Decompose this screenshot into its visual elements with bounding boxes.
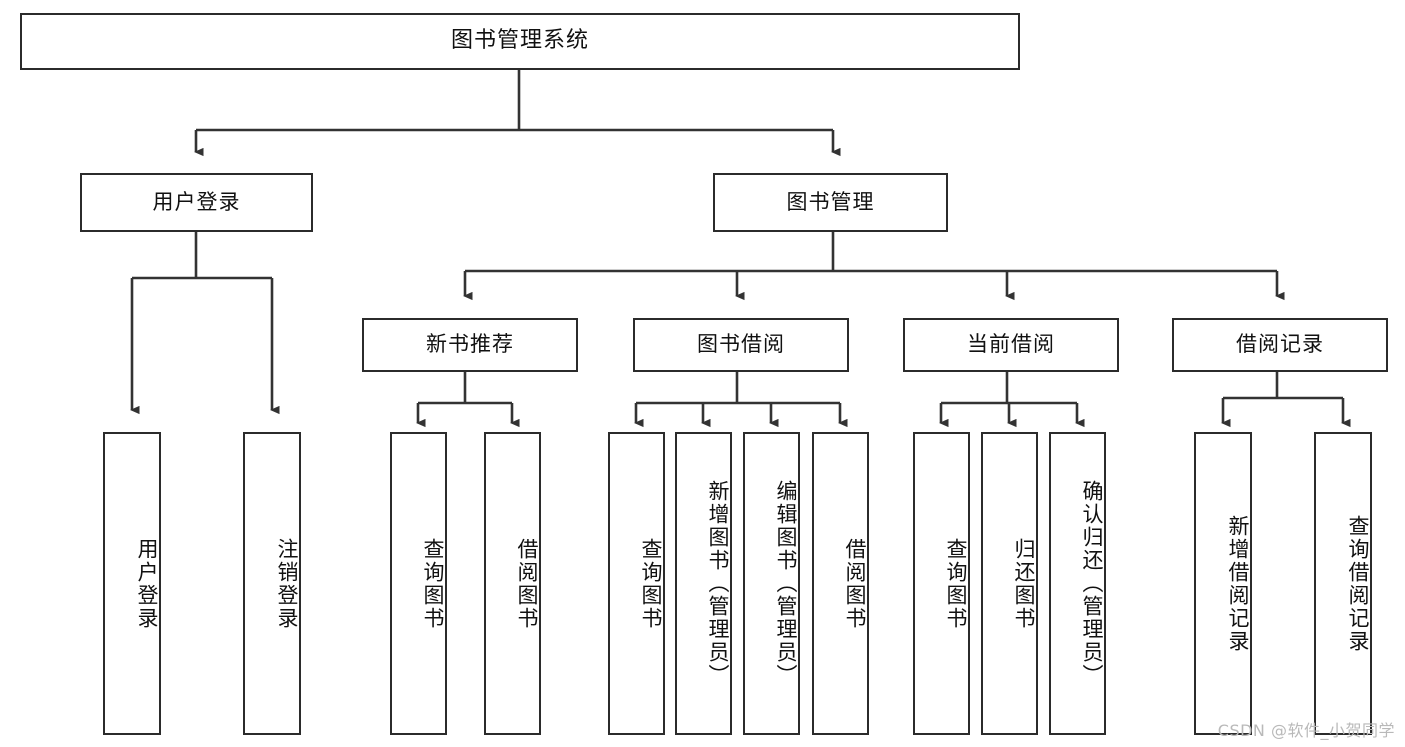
leaf-user-login-login[interactable]: 用户登录 (103, 432, 161, 735)
leaf-current-return-books[interactable]: 归还图书 (981, 432, 1038, 735)
node-root-book-management-system[interactable]: 图书管理系统 (20, 13, 1020, 70)
node-book-management[interactable]: 图书管理 (713, 173, 948, 232)
leaf-borrow-edit-book-admin[interactable]: 编辑图书（管理员） (743, 432, 800, 735)
leaf-record-add-borrow-record[interactable]: 新增借阅记录 (1194, 432, 1252, 735)
node-current-borrow[interactable]: 当前借阅 (903, 318, 1119, 372)
node-new-book-recommend[interactable]: 新书推荐 (362, 318, 578, 372)
leaf-record-query-borrow-record[interactable]: 查询借阅记录 (1314, 432, 1372, 735)
leaf-new-book-borrow-books[interactable]: 借阅图书 (484, 432, 541, 735)
node-book-borrow[interactable]: 图书借阅 (633, 318, 849, 372)
leaf-user-login-logout[interactable]: 注销登录 (243, 432, 301, 735)
leaf-current-confirm-return-admin[interactable]: 确认归还（管理员） (1049, 432, 1106, 735)
node-user-login[interactable]: 用户登录 (80, 173, 313, 232)
leaf-borrow-borrow-books[interactable]: 借阅图书 (812, 432, 869, 735)
leaf-borrow-query-books[interactable]: 查询图书 (608, 432, 665, 735)
leaf-new-book-query-books[interactable]: 查询图书 (390, 432, 447, 735)
leaf-current-query-books[interactable]: 查询图书 (913, 432, 970, 735)
csdn-watermark: CSDN @软件_小贺同学 (1217, 721, 1395, 740)
leaf-borrow-add-book-admin[interactable]: 新增图书（管理员） (675, 432, 732, 735)
node-borrow-record[interactable]: 借阅记录 (1172, 318, 1388, 372)
